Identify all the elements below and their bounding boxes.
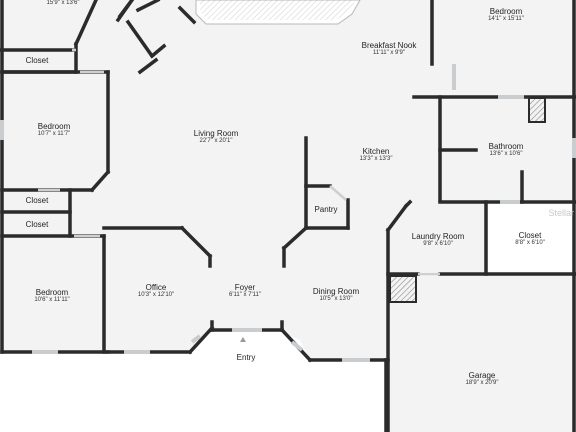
room-bedroom-left: Bedroom 10'7" x 11'7" bbox=[38, 122, 70, 138]
room-dim: 10'5" x 13'0" bbox=[319, 296, 353, 303]
room-name: Bedroom bbox=[489, 7, 523, 16]
triangle-up-icon bbox=[240, 337, 246, 342]
room-dim: 15'9" x 13'6" bbox=[46, 0, 80, 6]
entry-label: Entry bbox=[237, 347, 256, 365]
bathroom-fixture-box bbox=[528, 97, 546, 123]
room-name: Office bbox=[145, 283, 167, 292]
room-laundry-room: Laundry Room 9'8" x 6'10" bbox=[412, 232, 464, 248]
room-living-room: Living Room 22'7" x 20'1" bbox=[194, 129, 238, 145]
room-name: Bedroom bbox=[35, 288, 69, 297]
room-name: Closet bbox=[25, 56, 49, 65]
room-name: Dining Room bbox=[312, 287, 360, 296]
room-dim: 11'11" x 9'9" bbox=[372, 50, 406, 57]
room-bathroom: Bathroom 13'6" x 10'6" bbox=[489, 142, 524, 158]
room-name: Living Room bbox=[193, 129, 239, 138]
room-name: Closet bbox=[518, 231, 542, 240]
room-kitchen: Kitchen 13'3" x 13'3" bbox=[360, 147, 393, 163]
room-name: Bedroom bbox=[37, 122, 71, 131]
room-dim: 9'8" x 6'10" bbox=[423, 241, 453, 248]
room-name: Foyer bbox=[234, 283, 256, 292]
watermark: Stellar bbox=[548, 208, 574, 218]
water-heater-box bbox=[389, 275, 417, 303]
room-dim: 10'7" x 11'7" bbox=[37, 131, 71, 138]
room-dim: 10'3" x 12'10" bbox=[137, 292, 175, 299]
room-bedroom-top-left: 15'9" x 13'6" bbox=[47, 0, 80, 7]
room-dim: 22'7" x 20'1" bbox=[199, 138, 233, 145]
room-garage: Garage 18'9" x 20'9" bbox=[466, 371, 499, 387]
room-bedroom-top-right: Bedroom 14'1" x 15'11" bbox=[488, 7, 524, 23]
room-closet-top-left: Closet bbox=[26, 56, 49, 65]
room-name: Garage bbox=[468, 371, 496, 380]
room-dim: 8'8" x 6'10" bbox=[515, 240, 545, 247]
room-dim: 14'1" x 15'11" bbox=[488, 16, 524, 23]
room-office: Office 10'3" x 12'10" bbox=[138, 283, 174, 299]
room-dim: 13'6" x 10'6" bbox=[489, 151, 523, 158]
room-dim: 13'3" x 13'3" bbox=[359, 156, 393, 163]
room-name: Bathroom bbox=[488, 142, 524, 151]
windows bbox=[0, 64, 576, 362]
room-name: Breakfast Nook bbox=[361, 41, 417, 50]
room-dim: 6'11" x 7'11" bbox=[228, 292, 262, 299]
room-dim: 10'6" x 11'11" bbox=[34, 297, 70, 304]
doors bbox=[38, 48, 440, 276]
room-foyer: Foyer 6'11" x 7'11" bbox=[229, 283, 261, 299]
room-breakfast-nook: Breakfast Nook 11'11" x 9'9" bbox=[362, 41, 417, 57]
room-pantry: Pantry bbox=[314, 205, 337, 214]
bay-window bbox=[195, 0, 361, 25]
room-name: Pantry bbox=[314, 205, 338, 214]
room-name: Closet bbox=[25, 196, 49, 205]
room-dim: 18'9" x 20'9" bbox=[465, 380, 499, 387]
room-closet-mid-2: Closet bbox=[26, 220, 49, 229]
room-bedroom-bottom-left: Bedroom 10'6" x 11'11" bbox=[34, 288, 69, 304]
entry-text: Entry bbox=[236, 353, 256, 362]
room-name: Kitchen bbox=[362, 147, 390, 156]
room-closet-mid-1: Closet bbox=[26, 196, 49, 205]
room-name: Laundry Room bbox=[411, 232, 465, 241]
room-closet-right: Closet 8'8" x 6'10" bbox=[515, 231, 545, 247]
room-name: Closet bbox=[25, 220, 49, 229]
room-dining-room: Dining Room 10'5" x 13'0" bbox=[313, 287, 359, 303]
